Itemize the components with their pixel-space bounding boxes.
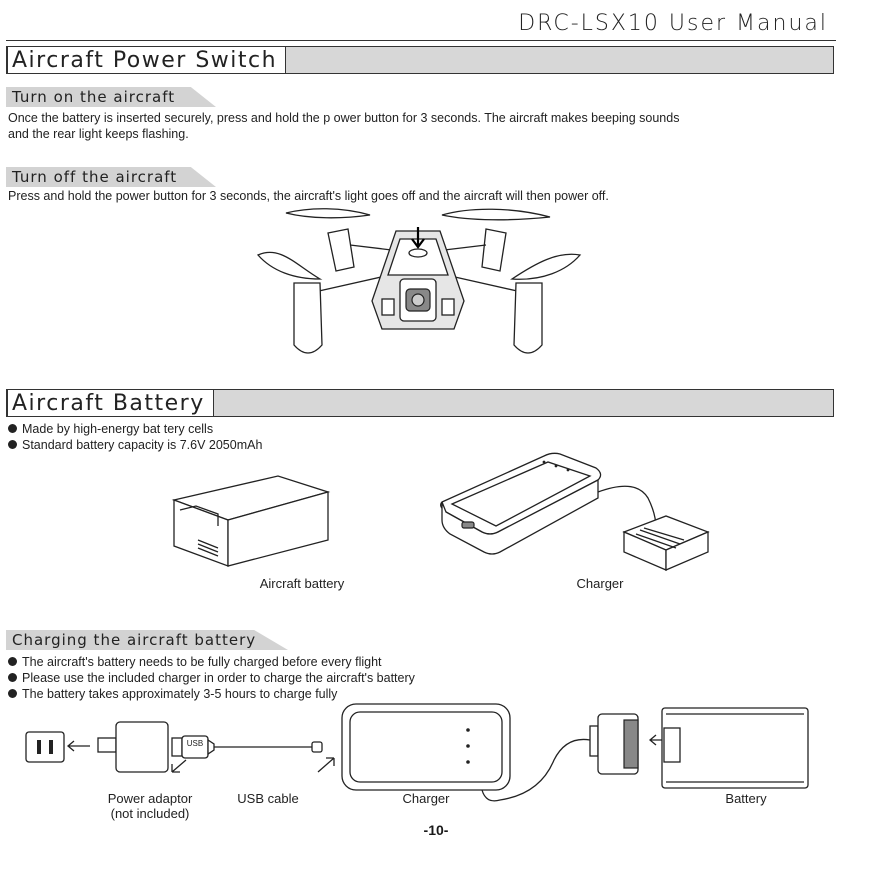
- charger-led: [466, 744, 470, 748]
- document-title: DRC-LSX10 User Manual: [518, 11, 828, 36]
- aircraft-battery-illustration: [171, 475, 331, 567]
- caption-charger: Charger: [576, 576, 624, 591]
- subheading-turn-off: Turn off the aircraft: [6, 167, 216, 187]
- section-header-battery: Aircraft Battery: [6, 389, 834, 417]
- power-button: [408, 248, 428, 258]
- right-headlight: [441, 298, 455, 316]
- dock-clip: [589, 725, 599, 757]
- usb-plug-strain-relief: [207, 738, 215, 756]
- arrow-to-socket-icon: [66, 740, 90, 752]
- subheading-turn-on-text: Turn on the aircraft: [12, 88, 176, 106]
- rear-right-motor-pod: [513, 282, 543, 354]
- left-headlight: [381, 298, 395, 316]
- camera-lens: [411, 293, 425, 307]
- charging-dock-side: [665, 531, 709, 571]
- subheading-turn-off-text: Turn off the aircraft: [12, 168, 178, 186]
- charger-top-inset: [450, 461, 592, 527]
- battery-features-list: Made by high-energy bat tery cells Stand…: [8, 421, 262, 453]
- battery-contacts: [197, 539, 219, 557]
- battery-feature-item: Standard battery capacity is 7.6V 2050mA…: [8, 437, 262, 453]
- dock-connector: [623, 719, 639, 769]
- battery: [661, 707, 809, 789]
- rear-left-motor-pod: [293, 282, 323, 354]
- battery-terminal: [663, 727, 681, 763]
- battery-latch: [179, 505, 219, 526]
- arrow-to-charger-icon: [317, 757, 335, 773]
- charging-dock-pins: [635, 527, 685, 549]
- charging-instruction-item: The battery takes approximately 3-5 hour…: [8, 686, 415, 702]
- charging-diagram: [25, 703, 809, 802]
- caption-aircraft-battery: Aircraft battery: [259, 576, 345, 591]
- subheading-charging: Charging the aircraft battery: [6, 630, 288, 650]
- usb-c-plug: [311, 741, 323, 753]
- front-right-arm: [481, 228, 507, 272]
- propeller-rear-right: [510, 253, 582, 280]
- battery-feature-item: Made by high-energy bat tery cells: [8, 421, 262, 437]
- caption-power-adaptor-line-1: Power adaptor: [107, 791, 193, 806]
- rear-arm-links: [309, 274, 527, 294]
- adaptor-plug-prongs: [97, 737, 117, 753]
- charger-outer: [341, 703, 511, 791]
- charger-illustration: [440, 452, 710, 571]
- subheading-charging-text: Charging the aircraft battery: [12, 631, 257, 649]
- subheading-tab-turn-on: [6, 87, 216, 107]
- indicator-led: [542, 460, 546, 464]
- caption-battery: Battery: [725, 791, 767, 806]
- charging-instructions-list: The aircraft's battery needs to be fully…: [8, 654, 415, 702]
- power-adaptor: [115, 721, 169, 773]
- caption-usb-cable: USB cable: [237, 791, 299, 806]
- turn-off-instructions: Press and hold the power button for 3 se…: [8, 189, 609, 203]
- charger-led: [466, 728, 470, 732]
- subheading-tab-turn-off: [6, 167, 216, 187]
- caption-power-adaptor: Power adaptor (not included): [90, 791, 210, 821]
- charger-to-dock-cable: [481, 738, 591, 802]
- wall-socket: [25, 731, 65, 763]
- battery-edges: [666, 713, 804, 783]
- header-rule: [6, 40, 836, 41]
- section-title-power-switch: Aircraft Power Switch: [7, 46, 287, 74]
- power-button-arrow-icon: [411, 227, 425, 249]
- page-number: -10-: [423, 822, 449, 838]
- battery-side-face: [227, 491, 329, 567]
- indicator-led: [554, 464, 558, 468]
- propeller-front-right: [441, 208, 551, 221]
- charger-inner: [349, 711, 503, 783]
- caption-charger-diagram: Charger: [402, 791, 450, 806]
- arrow-to-adaptor-icon: [171, 759, 187, 773]
- turn-on-instructions: Once the battery is inserted securely, p…: [8, 110, 679, 142]
- subheading-turn-on: Turn on the aircraft: [6, 87, 216, 107]
- indicator-led: [566, 468, 570, 472]
- socket-slot: [37, 740, 41, 754]
- usb-plug-tip: [171, 737, 183, 757]
- charger-usb-port: [461, 521, 475, 529]
- propeller-rear-left: [256, 251, 323, 280]
- front-left-arm: [327, 228, 355, 272]
- charger-led: [466, 760, 470, 764]
- section-title-battery: Aircraft Battery: [7, 389, 214, 417]
- charger-side: [441, 478, 599, 555]
- section-header-power-switch: Aircraft Power Switch: [6, 46, 834, 74]
- turn-on-line-1: Once the battery is inserted securely, p…: [8, 111, 680, 125]
- drone-illustration: [256, 208, 582, 354]
- propeller-front-left: [285, 208, 371, 219]
- caption-power-adaptor-line-2: (not included): [110, 806, 190, 821]
- subheading-tab-charging: [6, 630, 288, 650]
- turn-on-line-2: and the rear light keeps flashing.: [8, 127, 189, 141]
- charger-cable: [597, 485, 657, 529]
- charging-instruction-item: Please use the included charger in order…: [8, 670, 415, 686]
- charging-instruction-item: The aircraft's battery needs to be fully…: [8, 654, 415, 670]
- usb-label: USB: [186, 739, 204, 748]
- socket-slot: [49, 740, 53, 754]
